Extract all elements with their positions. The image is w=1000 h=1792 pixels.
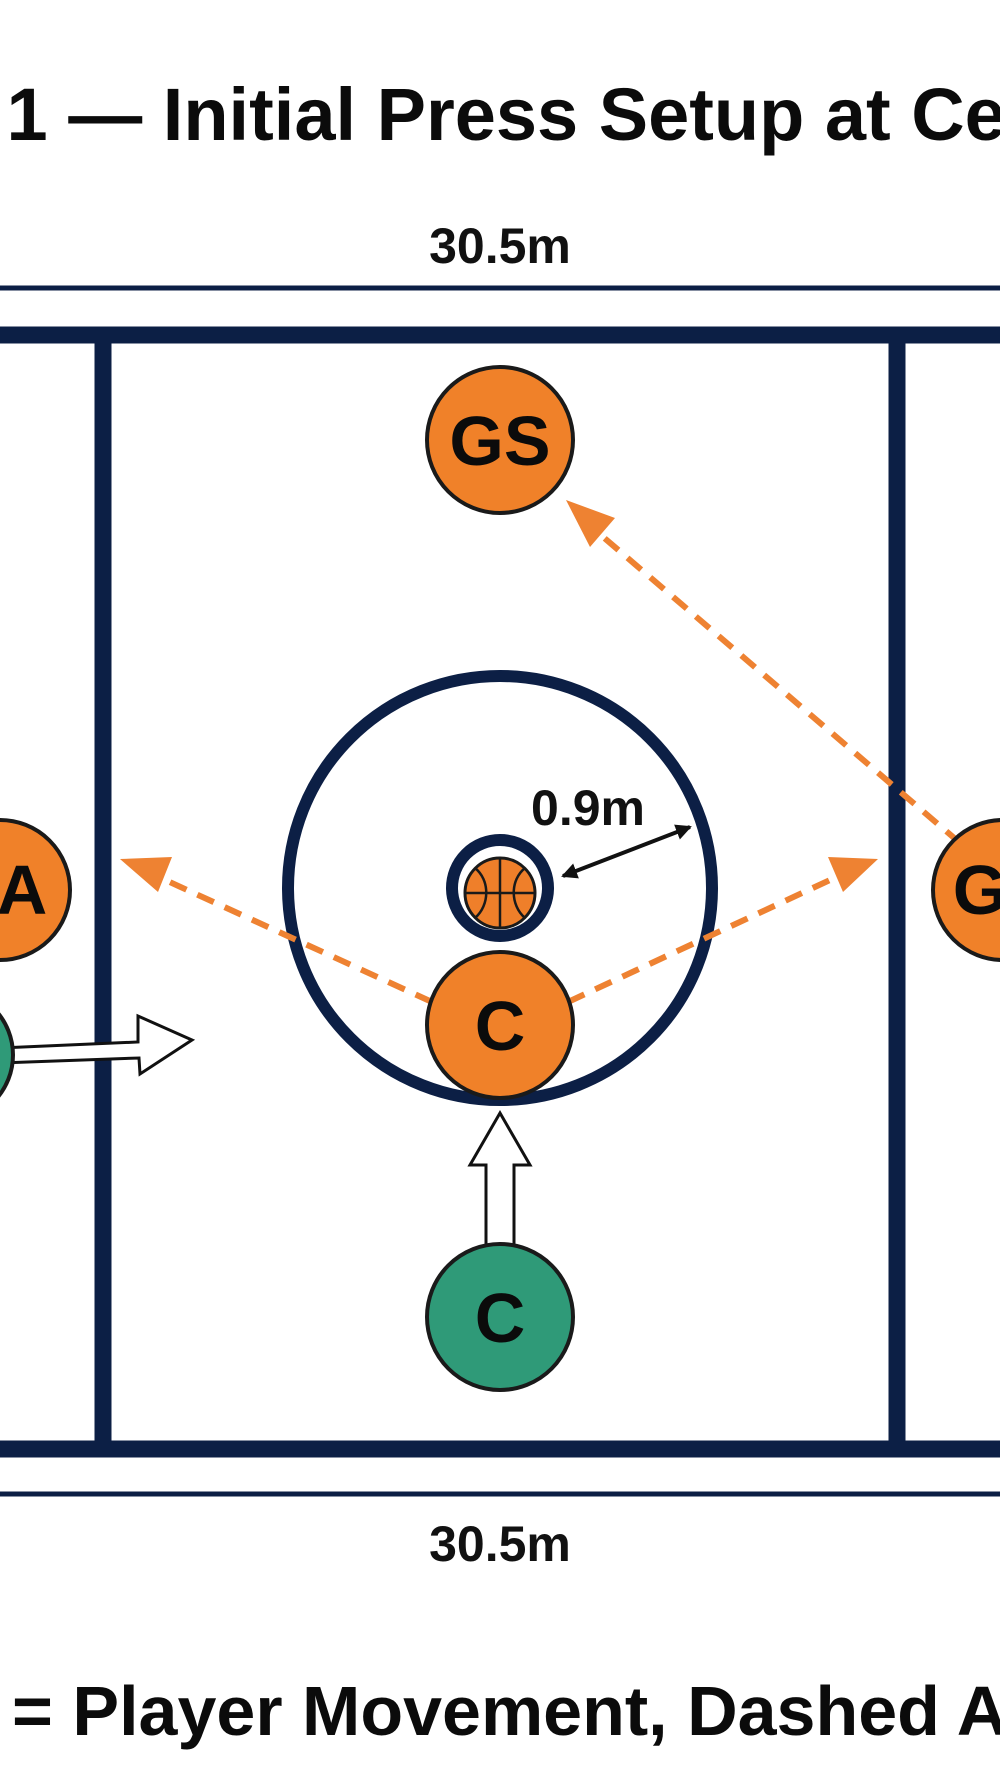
pass-arrow-head-left <box>120 857 172 892</box>
player-g-right[interactable]: G <box>931 818 1000 962</box>
player-c-attack-label: C <box>475 987 526 1065</box>
player-gs[interactable]: GS <box>425 365 575 515</box>
basketball-icon <box>463 856 537 930</box>
player-ga-left[interactable]: A <box>0 818 72 962</box>
player-gs-label: GS <box>449 402 550 480</box>
pass-arrow-to-gs <box>593 527 962 846</box>
bottom-width-label: 30.5m <box>429 1516 571 1572</box>
player-c-defender-label: C <box>475 1279 526 1357</box>
player-ga-left-label: A <box>0 851 47 929</box>
movement-arrow-left-defender <box>0 1013 196 1077</box>
pass-arrow-head-gs <box>566 500 615 547</box>
top-width-label: 30.5m <box>429 218 571 274</box>
movement-arrow-c-defender <box>467 1109 533 1247</box>
radius-dimension-arrow <box>561 824 692 879</box>
legend-text: ow = Player Movement, Dashed Arro <box>0 1672 1000 1750</box>
diagram-title: M 1 — Initial Press Setup at Cent <box>0 73 1000 156</box>
pass-arrow-to-ga <box>148 870 434 1005</box>
player-g-right-label: G <box>953 851 1000 929</box>
player-c-attack[interactable]: C <box>425 950 575 1100</box>
player-c-defender[interactable]: C <box>425 1242 575 1392</box>
pass-arrow-head-right <box>828 857 878 892</box>
pass-arrow-to-g <box>566 870 847 1005</box>
radius-label: 0.9m <box>531 780 645 836</box>
player-left-defender[interactable] <box>0 989 15 1121</box>
